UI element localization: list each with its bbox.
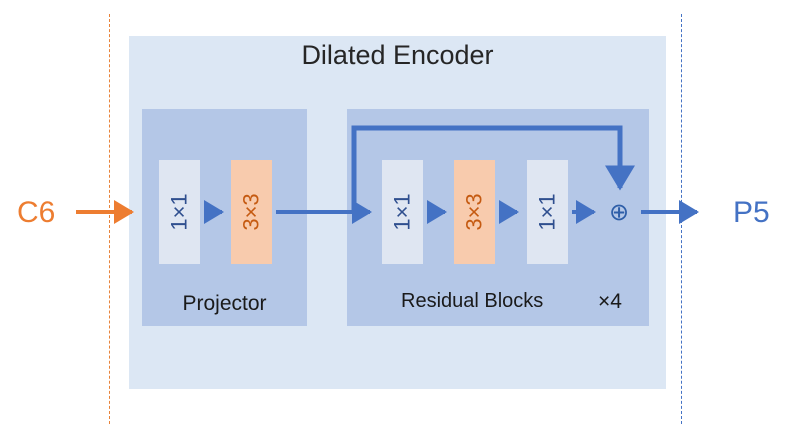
projector-conv-3x3: 3×3: [231, 160, 272, 264]
residual-blocks-label: Residual Blocks: [401, 290, 544, 312]
input-label: C6: [17, 196, 56, 229]
skip-connection-arrow: [351, 125, 635, 212]
projector-label: Projector: [182, 292, 267, 315]
residual-conv-1x1-a: 1×1: [382, 160, 423, 264]
output-label: P5: [733, 196, 770, 229]
residual-conv-3x3: 3×3: [454, 160, 495, 264]
residual-sum-icon: ⊕: [608, 199, 630, 226]
input-boundary-dashed-line: [109, 14, 110, 424]
repeat-count-label: ×4: [598, 290, 622, 313]
residual-conv-1x1-b: 1×1: [527, 160, 568, 264]
diagram-title: Dilated Encoder: [301, 40, 494, 70]
projector-conv-1x1: 1×1: [159, 160, 200, 264]
